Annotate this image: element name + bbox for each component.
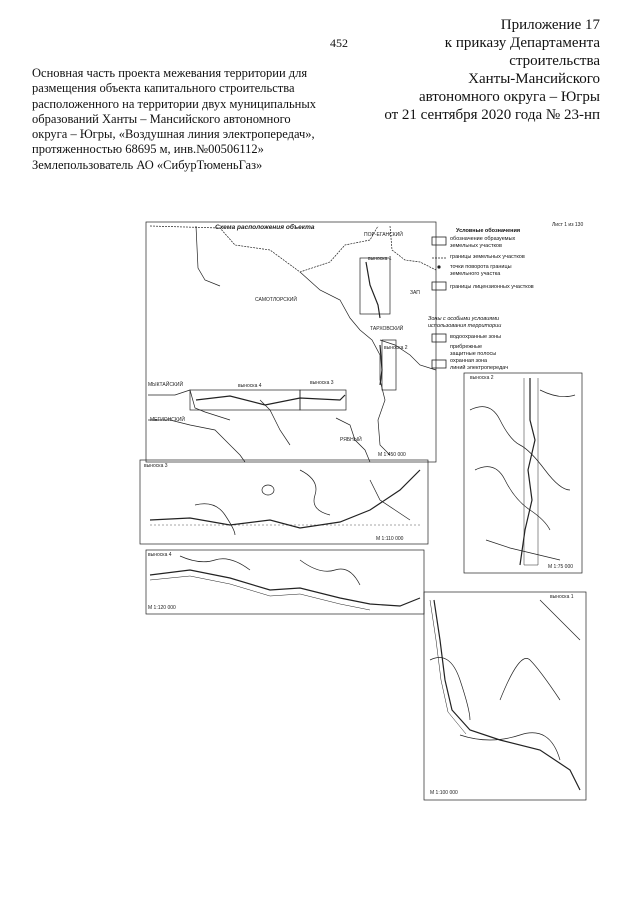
place-label: МЕГИОНСКИЙ (150, 417, 186, 423)
place-label: ПОР-ЕГАНСКИЙ (364, 232, 403, 238)
inset-callout-2-frame (463, 372, 583, 574)
map-legend: Условные обозначения обозначение образуе… (426, 222, 586, 371)
inset-callout-4-frame (145, 549, 425, 615)
appendix-line: к приказу Департамента (444, 35, 600, 51)
description-line: округа – Югры, «Воздушная линия электроп… (32, 127, 315, 142)
place-label: ТАРХОВСКИЙ (370, 326, 404, 332)
legend-item: земельного участка (450, 271, 501, 277)
inset-callout-3-frame (139, 459, 429, 545)
inset-title: выноска 3 (144, 463, 168, 469)
callout-box-2 (381, 339, 397, 391)
legend-item: водоохранные зоны (450, 334, 502, 340)
description-line: расположенного на территории двух муници… (32, 96, 317, 111)
callout-label: выноска 3 (310, 380, 334, 386)
place-label: САМОТЛОРСКИЙ (255, 297, 297, 303)
page-number: 452 (330, 36, 348, 50)
inset-title: выноска 1 (550, 594, 574, 600)
place-label: РЯБНЫЙ (340, 437, 362, 443)
legend-item: защитные полосы (450, 351, 497, 357)
legend-item: точки поворота границы (450, 264, 512, 270)
overview-map-frame (145, 221, 437, 463)
legend-item: земельных участков (450, 243, 502, 249)
legend-item: обозначение образуемых (450, 236, 516, 242)
callout-label: выноска 1 (368, 256, 392, 262)
map-title: Схема расположения объекта (215, 224, 315, 231)
appendix-line: Ханты-Мансийского (468, 71, 600, 87)
legend-item: границы земельных участков (450, 254, 525, 260)
callout-box-1 (359, 257, 391, 315)
appendix-line: Приложение 17 (500, 17, 600, 33)
legend-zones-heading: Зоны с особыми условиями (428, 316, 500, 322)
description-line: Основная часть проекта межевания террито… (32, 66, 308, 80)
appendix-line: автономного округа – Югры (418, 89, 600, 105)
legend-item: прибрежные (450, 344, 483, 350)
description-line: образований Ханты – Мансийского автономн… (32, 111, 291, 126)
legend-item: линий электропередач (450, 365, 509, 371)
inset-callout-1-frame (423, 591, 587, 801)
callout-label: выноска 2 (384, 345, 408, 351)
callout-box-4 (189, 389, 301, 411)
place-label: МЫКТАЙСКИЙ (148, 382, 184, 388)
callout-label: выноска 4 (238, 383, 262, 389)
scale-label: М 1:110 000 (376, 536, 404, 542)
description-line: размещения объекта капитального строител… (32, 81, 295, 96)
sheet-label: Лист 1 из 130 (552, 222, 584, 228)
description-line: Землепользователь АО «СибурТюменьГаз» (32, 157, 263, 172)
legend-zones-heading: использования территории (428, 323, 502, 329)
legend-heading: Условные обозначения (456, 228, 521, 234)
description-line: протяженностью 68695 м, инв.№00506112» (32, 142, 264, 157)
scale-label: М 1:120 000 (148, 605, 176, 611)
appendix-header: Приложение 17 к приказу Департамента стр… (270, 16, 600, 124)
inset-title: выноска 2 (470, 375, 494, 381)
appendix-line: от 21 сентября 2020 года № 23-нп (384, 107, 600, 123)
project-description: Основная часть проекта межевания террито… (32, 66, 332, 173)
legend-item: охранная зона (450, 358, 488, 364)
inset-title: выноска 4 (148, 552, 172, 558)
appendix-line: строительства (509, 53, 600, 69)
scale-label: М 1:75 000 (548, 564, 574, 570)
place-label: ЗАП (410, 290, 420, 296)
scale-label: М 1:450 000 (378, 452, 406, 458)
legend-item: границы лицензионных участков (450, 284, 534, 290)
scale-label: М 1:100 000 (430, 790, 458, 796)
